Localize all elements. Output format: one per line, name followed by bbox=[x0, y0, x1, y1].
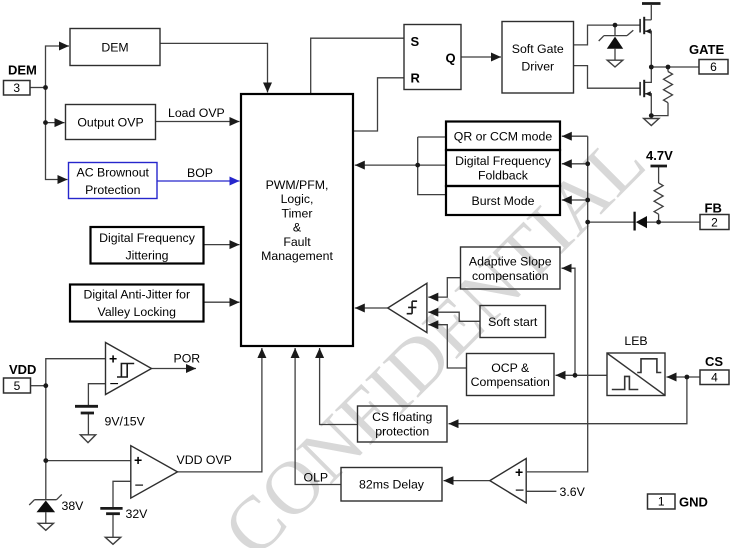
svg-text:3.6V: 3.6V bbox=[560, 485, 586, 499]
svg-text:Logic,: Logic, bbox=[281, 192, 314, 206]
svg-text:OCP &: OCP & bbox=[491, 361, 530, 375]
svg-text:CS floating: CS floating bbox=[372, 410, 432, 424]
svg-text:−: − bbox=[515, 483, 524, 500]
svg-text:Load OVP: Load OVP bbox=[168, 106, 225, 120]
svg-text:protection: protection bbox=[375, 425, 429, 439]
svg-text:BOP: BOP bbox=[187, 166, 213, 180]
svg-text:6: 6 bbox=[710, 60, 717, 74]
svg-text:9V/15V: 9V/15V bbox=[105, 415, 146, 429]
svg-text:5: 5 bbox=[14, 379, 21, 393]
svg-text:4: 4 bbox=[711, 371, 718, 385]
svg-text:DEM: DEM bbox=[8, 63, 37, 78]
svg-text:Adaptive Slope: Adaptive Slope bbox=[469, 255, 552, 269]
svg-text:Driver: Driver bbox=[521, 60, 554, 74]
svg-text:32V: 32V bbox=[126, 507, 149, 521]
svg-text:Digital Frequency: Digital Frequency bbox=[455, 154, 552, 168]
svg-text:82ms Delay: 82ms Delay bbox=[359, 478, 425, 492]
svg-text:compensation: compensation bbox=[472, 269, 549, 283]
svg-text:CS: CS bbox=[705, 354, 723, 369]
svg-text:DEM: DEM bbox=[101, 41, 128, 55]
svg-text:Foldback: Foldback bbox=[478, 169, 529, 183]
svg-text:4.7V: 4.7V bbox=[646, 148, 673, 163]
svg-text:38V: 38V bbox=[62, 499, 85, 513]
svg-text:2: 2 bbox=[711, 216, 718, 230]
svg-text:Fault: Fault bbox=[283, 235, 311, 249]
svg-text:1: 1 bbox=[658, 495, 665, 509]
svg-text:LEB: LEB bbox=[624, 334, 647, 348]
svg-text:FB: FB bbox=[705, 201, 722, 216]
svg-text:−: − bbox=[135, 478, 144, 495]
svg-text:OLP: OLP bbox=[304, 471, 329, 485]
svg-text:GATE: GATE bbox=[689, 42, 724, 57]
svg-text:Soft Gate: Soft Gate bbox=[512, 42, 564, 56]
svg-text:VDD: VDD bbox=[9, 362, 36, 377]
svg-text:Protection: Protection bbox=[85, 183, 141, 197]
svg-text:&: & bbox=[293, 221, 302, 235]
svg-text:S: S bbox=[411, 34, 420, 49]
svg-text:3: 3 bbox=[13, 81, 20, 95]
svg-text:+: + bbox=[134, 452, 142, 468]
svg-text:Q: Q bbox=[446, 50, 456, 65]
svg-text:GND: GND bbox=[679, 495, 708, 510]
svg-text:Jittering: Jittering bbox=[125, 249, 168, 263]
svg-text:+: + bbox=[109, 351, 117, 367]
svg-text:Soft start: Soft start bbox=[488, 315, 538, 329]
svg-text:POR: POR bbox=[174, 352, 201, 366]
svg-text:PWM/PFM,: PWM/PFM, bbox=[266, 178, 329, 192]
svg-text:Management: Management bbox=[261, 249, 333, 263]
svg-text:QR or CCM mode: QR or CCM mode bbox=[454, 130, 553, 144]
svg-text:Timer: Timer bbox=[282, 206, 313, 220]
svg-text:Output OVP: Output OVP bbox=[77, 116, 143, 130]
svg-text:+: + bbox=[515, 464, 523, 480]
svg-text:−: − bbox=[110, 376, 119, 393]
svg-text:Digital Frequency: Digital Frequency bbox=[99, 231, 196, 245]
svg-text:R: R bbox=[411, 71, 421, 86]
svg-text:Valley Locking: Valley Locking bbox=[98, 305, 177, 319]
svg-text:VDD OVP: VDD OVP bbox=[177, 453, 232, 467]
svg-text:Digital Anti-Jitter for: Digital Anti-Jitter for bbox=[83, 288, 190, 302]
svg-text:AC Brownout: AC Brownout bbox=[77, 166, 150, 180]
svg-text:Compensation: Compensation bbox=[471, 375, 550, 389]
svg-text:Burst Mode: Burst Mode bbox=[472, 194, 535, 208]
